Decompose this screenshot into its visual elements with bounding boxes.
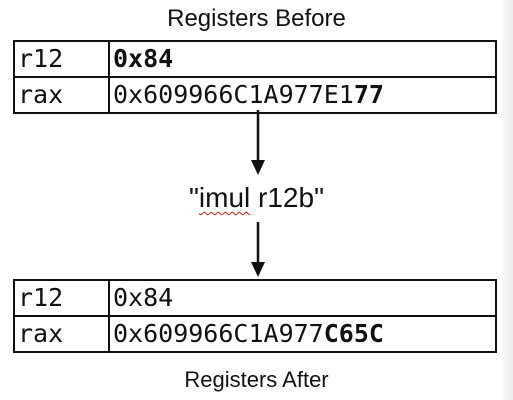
register-value: 0x84 — [108, 40, 497, 78]
instruction-mnemonic: imul — [198, 182, 251, 213]
quote-close: " — [314, 182, 325, 213]
register-value-highlight: C65C — [323, 319, 384, 348]
instruction-operand: r12b — [250, 182, 315, 213]
register-value-text: 0x84 — [113, 283, 174, 312]
register-value: 0x609966C1A977C65C — [108, 315, 497, 353]
down-arrow-bottom — [251, 222, 265, 277]
down-arrow-top — [251, 110, 265, 175]
register-value: 0x609966C1A977E177 — [108, 76, 497, 114]
register-row-r12: r12 0x84 — [13, 40, 497, 78]
registers-before-caption: Registers Before — [167, 5, 346, 32]
registers-before-table: r12 0x84 rax 0x609966C1A977E177 — [13, 40, 497, 114]
register-row-rax: rax 0x609966C1A977C65C — [13, 315, 497, 353]
register-row-r12: r12 0x84 — [13, 279, 497, 317]
register-value-text: 0x609966C1A977E1 — [113, 80, 354, 109]
edge-shadow — [499, 0, 513, 400]
register-value: 0x84 — [108, 279, 497, 317]
registers-after-table: r12 0x84 rax 0x609966C1A977C65C — [13, 279, 497, 353]
register-name: r12 — [13, 279, 110, 317]
register-row-rax: rax 0x609966C1A977E177 — [13, 76, 497, 114]
register-value-highlight: 0x84 — [113, 44, 174, 73]
register-value-text: 0x609966C1A977 — [113, 319, 324, 348]
instruction-label: "imul r12b" — [0, 182, 513, 214]
register-name: r12 — [13, 40, 110, 78]
registers-after-caption: Registers After — [184, 367, 329, 392]
register-name: rax — [13, 76, 110, 114]
quote-open: " — [188, 182, 199, 213]
register-name: rax — [13, 315, 110, 353]
register-value-highlight: 77 — [353, 80, 384, 109]
